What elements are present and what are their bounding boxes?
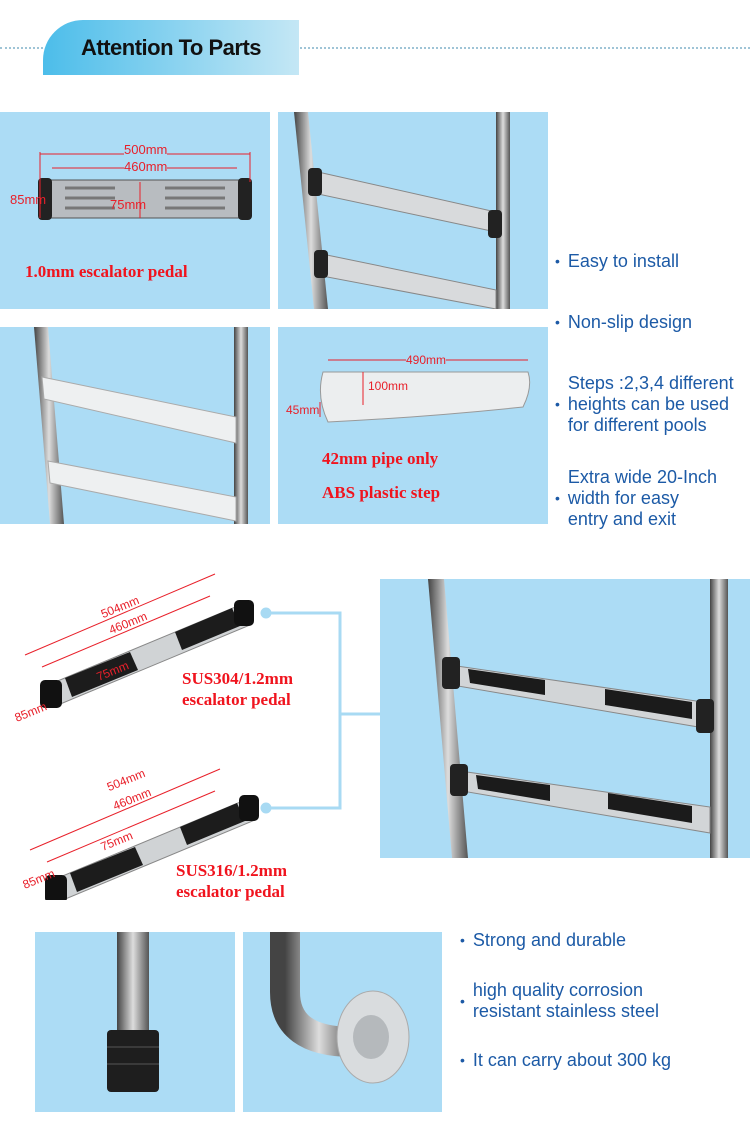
abs-step-image: 490mm 100mm 45mm 42mm pipe only ABS plas… [278, 327, 548, 524]
dim-45: 45mm [286, 403, 320, 417]
pipe-caption: 42mm pipe only [322, 449, 439, 468]
feature-capacity: •It can carry about 300 kg [460, 1050, 672, 1070]
header-divider-right [300, 47, 750, 49]
dim-490: 490mm [406, 353, 447, 367]
feature-easy-install: •Easy to install [555, 251, 679, 271]
section-title-badge: Attention To Parts [43, 20, 299, 75]
ladder-rubber-steps-image [380, 579, 750, 858]
dim-460: 460mm [124, 159, 168, 174]
dim-85: 85mm [10, 192, 47, 207]
dim-500: 500mm [124, 142, 168, 157]
pedal-1mm-image: 500mm 460mm 85mm 75mm 1.0mm escalator pe… [0, 112, 270, 309]
dim-100: 100mm [368, 379, 409, 393]
connector-bracket [260, 607, 380, 814]
pipe-escutcheon-image [243, 932, 442, 1112]
ladder-steel-steps-image [278, 112, 548, 309]
abs-caption: ABS plastic step [322, 483, 441, 502]
pedal-diagrams: 504mm 460mm 75mm 85mm 504mm 460mm 75mm 8… [0, 560, 380, 901]
ladder-abs-steps-image [0, 327, 270, 524]
pipe-anchor-image [35, 932, 235, 1112]
header-divider-left [0, 47, 43, 49]
dim-75: 75mm [110, 197, 147, 212]
pedal-1mm-caption: 1.0mm escalator pedal [25, 262, 188, 281]
section-title: Attention To Parts [80, 34, 262, 60]
feature-non-slip: •Non-slip design [555, 312, 692, 332]
feature-strong: •Strong and durable [460, 930, 627, 950]
